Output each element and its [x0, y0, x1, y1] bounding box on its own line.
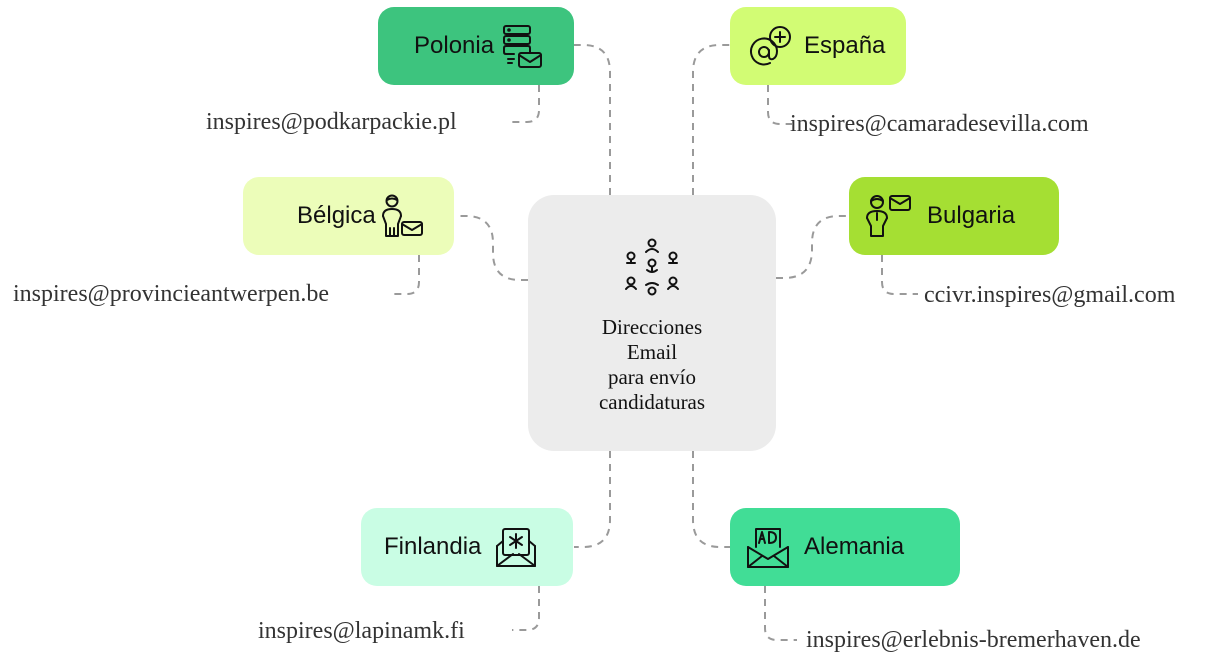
center-node: Direcciones Email para envío candidatura…: [528, 195, 776, 451]
email-polonia: inspires@podkarpackie.pl: [206, 109, 457, 135]
node-alemania: Alemania: [730, 508, 960, 586]
connector-alemania: [692, 451, 730, 548]
connector-finlandia: [574, 451, 611, 548]
email-bulgaria: ccivr.inspires@gmail.com: [924, 282, 1176, 308]
person-mail-icon: [863, 192, 913, 240]
ad-envelope-icon: [744, 523, 792, 571]
country-label-alemania: Alemania: [804, 533, 905, 560]
node-polonia: Polonia: [378, 7, 574, 85]
country-label-belgica: Bélgica: [297, 202, 376, 229]
node-espana: España: [730, 7, 906, 85]
open-envelope-icon: [493, 524, 539, 570]
node-bulgaria: Bulgaria: [849, 177, 1059, 255]
country-label-polonia: Polonia: [414, 32, 495, 59]
email-alemania: inspires@erlebnis-bremerhaven.de: [806, 627, 1141, 653]
email-finlandia: inspires@lapinamk.fi: [258, 618, 465, 644]
connector-belgica: [456, 215, 528, 281]
connector-alemania-email: [764, 586, 797, 641]
server-mail-icon: [500, 23, 546, 69]
connector-bulgaria-email: [881, 255, 918, 295]
connector-polonia-email: [512, 85, 540, 123]
country-label-finlandia: Finlandia: [384, 533, 482, 560]
person-mail-icon: [378, 192, 426, 240]
country-label-bulgaria: Bulgaria: [927, 202, 1016, 229]
email-belgica: inspires@provincieantwerpen.be: [13, 281, 329, 307]
connector-bulgaria: [776, 215, 849, 279]
center-title: Direcciones Email para envío candidatura…: [598, 315, 706, 414]
node-belgica: Bélgica: [243, 177, 454, 255]
connector-finlandia-email: [512, 586, 540, 631]
email-espana: inspires@camaradesevilla.com: [790, 111, 1089, 137]
connector-polonia: [574, 44, 611, 195]
node-finlandia: Finlandia: [361, 508, 573, 586]
network-people-icon: [625, 238, 679, 296]
connector-belgica-email: [394, 255, 420, 295]
country-label-espana: España: [804, 32, 886, 59]
connector-espana-email: [767, 85, 792, 125]
connector-espana: [692, 44, 730, 195]
at-plus-icon: [748, 23, 794, 69]
